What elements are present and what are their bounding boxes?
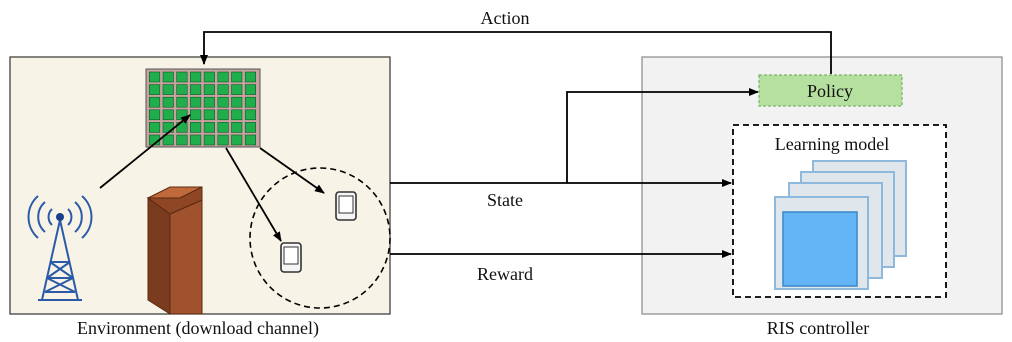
ris-element — [190, 109, 202, 121]
ris-to-user1-arrow — [259, 147, 325, 194]
ris-element — [149, 122, 161, 133]
ris-element — [203, 122, 215, 133]
ris-element — [176, 134, 188, 146]
base-station-icon — [27, 195, 93, 301]
ris-element — [203, 96, 215, 108]
ris-element — [149, 71, 161, 83]
ris-element — [162, 96, 174, 108]
ris-element — [190, 71, 202, 83]
action-arrow — [200, 31, 832, 74]
ris-element — [190, 122, 202, 133]
ris-element — [217, 71, 229, 83]
ris-element — [217, 122, 229, 133]
ris-element — [231, 84, 243, 95]
ris-element — [162, 84, 174, 95]
ris-element — [231, 71, 243, 83]
action-label: Action — [481, 8, 530, 28]
ris-element — [244, 71, 256, 83]
ris-element — [231, 109, 243, 121]
ris-element — [217, 84, 229, 95]
ris-element — [190, 84, 202, 95]
ris-element — [231, 134, 243, 146]
policy-box — [758, 74, 903, 107]
ris-element — [203, 84, 215, 95]
ris-element — [217, 134, 229, 146]
layered-model-icon — [774, 160, 907, 290]
tower-to-ris-arrow — [99, 114, 191, 189]
ris-to-user2-arrow — [225, 147, 282, 242]
learning-model-label: Learning model — [775, 134, 889, 154]
ris-element — [231, 122, 243, 133]
ris-element — [162, 122, 174, 133]
ris-element — [244, 96, 256, 108]
ris-element — [217, 96, 229, 108]
ris-element — [190, 96, 202, 108]
state-label: State — [487, 190, 523, 210]
ris-element — [203, 71, 215, 83]
user-area-circle — [249, 167, 391, 309]
ris-element — [190, 134, 202, 146]
ris-element — [244, 84, 256, 95]
ris-element — [203, 134, 215, 146]
ris-element — [149, 84, 161, 95]
environment-caption: Environment (download channel) — [77, 318, 319, 339]
ris-element — [162, 134, 174, 146]
ris-element — [149, 109, 161, 121]
ris-element — [231, 96, 243, 108]
policy-label: Policy — [807, 81, 853, 101]
phone-icon — [280, 242, 302, 273]
ris-element — [217, 109, 229, 121]
ris-element — [176, 71, 188, 83]
ris-panel-icon — [145, 68, 261, 148]
ris-element — [244, 109, 256, 121]
ris-element — [203, 109, 215, 121]
ris-element — [244, 122, 256, 133]
controller-caption: RIS controller — [767, 318, 869, 338]
building-icon — [146, 186, 203, 315]
reward-label: Reward — [477, 264, 533, 284]
state-to-policy-arrow — [566, 88, 759, 183]
ris-element — [176, 84, 188, 95]
ris-element — [162, 109, 174, 121]
ris-element — [149, 96, 161, 108]
phone-icon — [335, 191, 357, 221]
ris-element — [162, 71, 174, 83]
ris-element — [176, 96, 188, 108]
ris-element — [244, 134, 256, 146]
